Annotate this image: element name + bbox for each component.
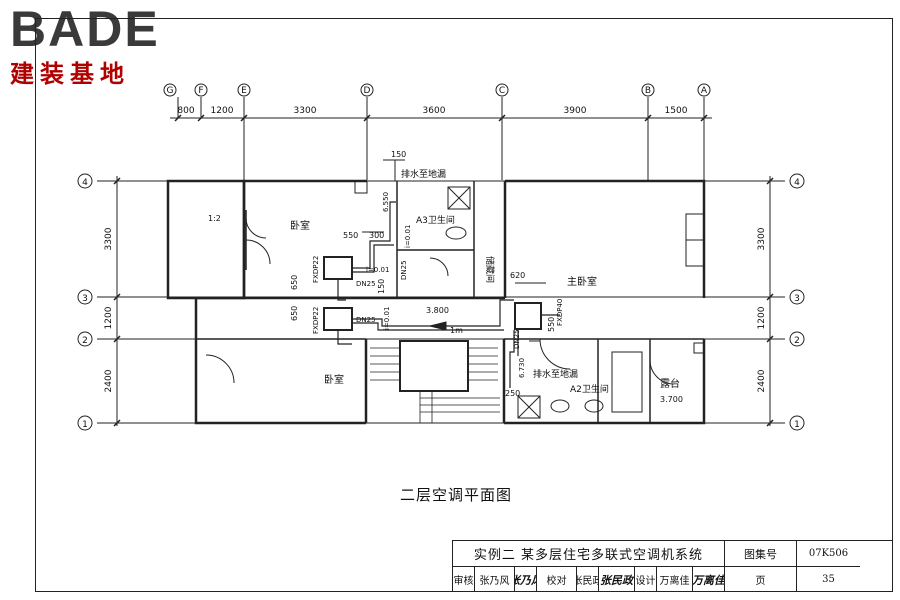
room-label-balcony: 露台 xyxy=(660,377,680,390)
page-label: 页 xyxy=(725,567,797,592)
note-dn25-a: DN25 xyxy=(400,260,408,280)
dim-250: 250 xyxy=(505,389,520,398)
dim-left-1200: 1200 xyxy=(104,306,114,329)
axis-label-2-right: 2 xyxy=(794,336,800,346)
plan-title: 二层空调平面图 xyxy=(400,486,513,504)
dim-right-3300: 3300 xyxy=(757,227,767,250)
dim-550-a: 550 xyxy=(343,231,358,240)
room-label-master-bedroom: 主卧室 xyxy=(567,275,597,288)
dim-650-a: 650 xyxy=(290,275,299,290)
title-block: 实例二 某多层住宅多联式空调机系统 图集号 07K506 审核 张乃风 张乃风 … xyxy=(452,540,893,592)
note-1m: 1m xyxy=(450,326,463,335)
axis-label-g: G xyxy=(167,86,174,96)
atlas-number-label: 图集号 xyxy=(725,541,797,567)
room-label-bedroom-lower: 卧室 xyxy=(324,373,344,386)
axis-label-b: B xyxy=(645,86,651,96)
design-name: 万离佳 xyxy=(657,567,693,592)
dim-right-2400: 2400 xyxy=(757,369,767,392)
dim-left-3300: 3300 xyxy=(104,227,114,250)
review-name: 张乃风 xyxy=(475,567,515,592)
note-i001-a: i=0.01 xyxy=(404,225,412,248)
note-dn25-c: DN25 xyxy=(356,316,376,324)
note-fxdp22-upper: FXDP22 xyxy=(312,256,320,283)
axis-label-a: A xyxy=(701,86,708,96)
note-ratio: 1:2 xyxy=(208,214,221,223)
axis-label-2-left: 2 xyxy=(82,336,88,346)
logo-subtitle: 建装基地 xyxy=(10,60,130,88)
dim-650-b: 650 xyxy=(290,306,299,321)
check-name: 张民政 xyxy=(577,567,599,592)
note-fxdp40: FXDP40 xyxy=(556,299,564,326)
note-drain-bottom: 排水至地漏 xyxy=(533,368,578,380)
dim-300: 300 xyxy=(369,231,384,240)
dim-550-b: 550 xyxy=(547,317,556,332)
axis-label-1-left: 1 xyxy=(82,420,88,430)
dim-top-1500: 1500 xyxy=(665,106,688,116)
elev-3800: 3.800 xyxy=(426,306,449,315)
dim-top-3600: 3600 xyxy=(423,106,446,116)
design-label: 设计 xyxy=(635,567,657,592)
axis-label-e: E xyxy=(241,86,247,96)
dim-right-1200: 1200 xyxy=(757,306,767,329)
review-label: 审核 xyxy=(453,567,475,592)
note-drain-top: 排水至地漏 xyxy=(401,168,446,180)
note-i001-c: i=0.01 xyxy=(383,307,391,330)
dim-620: 620 xyxy=(510,271,525,280)
note-dn25-d: DN25 xyxy=(513,329,521,349)
logo: BADE 建装基地 xyxy=(8,1,178,88)
room-label-bath-a3: A3卫生间 xyxy=(416,214,455,226)
room-label-storage: 储藏间 xyxy=(484,256,496,283)
room-label-bath-a2: A2卫生间 xyxy=(570,383,609,395)
axis-label-c: C xyxy=(499,86,505,96)
design-signature: 万离佳 xyxy=(693,567,725,592)
note-i001-b: i=0.01 xyxy=(366,266,389,274)
axis-label-3-left: 3 xyxy=(82,294,88,304)
check-signature: 张民政 xyxy=(599,567,635,592)
note-dn25-b: DN25 xyxy=(356,280,376,288)
axis-label-f: F xyxy=(198,86,203,96)
dim-150-b: 150 xyxy=(377,279,386,294)
drawing-title: 实例二 某多层住宅多联式空调机系统 xyxy=(453,541,725,567)
elev-6730: 6.730 xyxy=(518,358,526,378)
dim-top-3900: 3900 xyxy=(564,106,587,116)
dim-left-2400: 2400 xyxy=(104,369,114,392)
axis-label-1-right: 1 xyxy=(794,420,800,430)
dim-150: 150 xyxy=(391,150,406,159)
elev-6550: 6.550 xyxy=(382,192,390,212)
check-label: 校对 xyxy=(537,567,577,592)
room-label-bedroom-upper: 卧室 xyxy=(290,219,310,232)
axis-label-d: D xyxy=(364,86,371,96)
axis-label-3-right: 3 xyxy=(794,294,800,304)
page-number: 35 xyxy=(822,574,835,585)
dim-top-800: 800 xyxy=(177,106,194,116)
dim-top-3300: 3300 xyxy=(294,106,317,116)
logo-wordmark: BADE xyxy=(10,1,160,57)
elev-3700: 3.700 xyxy=(660,395,683,404)
axis-label-4-left: 4 xyxy=(82,178,88,188)
dim-top-1200: 1200 xyxy=(211,106,234,116)
axis-label-4-right: 4 xyxy=(794,178,800,188)
atlas-number-value: 07K506 xyxy=(797,541,860,567)
note-fxdp22-lower: FXDP22 xyxy=(312,307,320,334)
review-signature: 张乃风 xyxy=(515,567,537,592)
